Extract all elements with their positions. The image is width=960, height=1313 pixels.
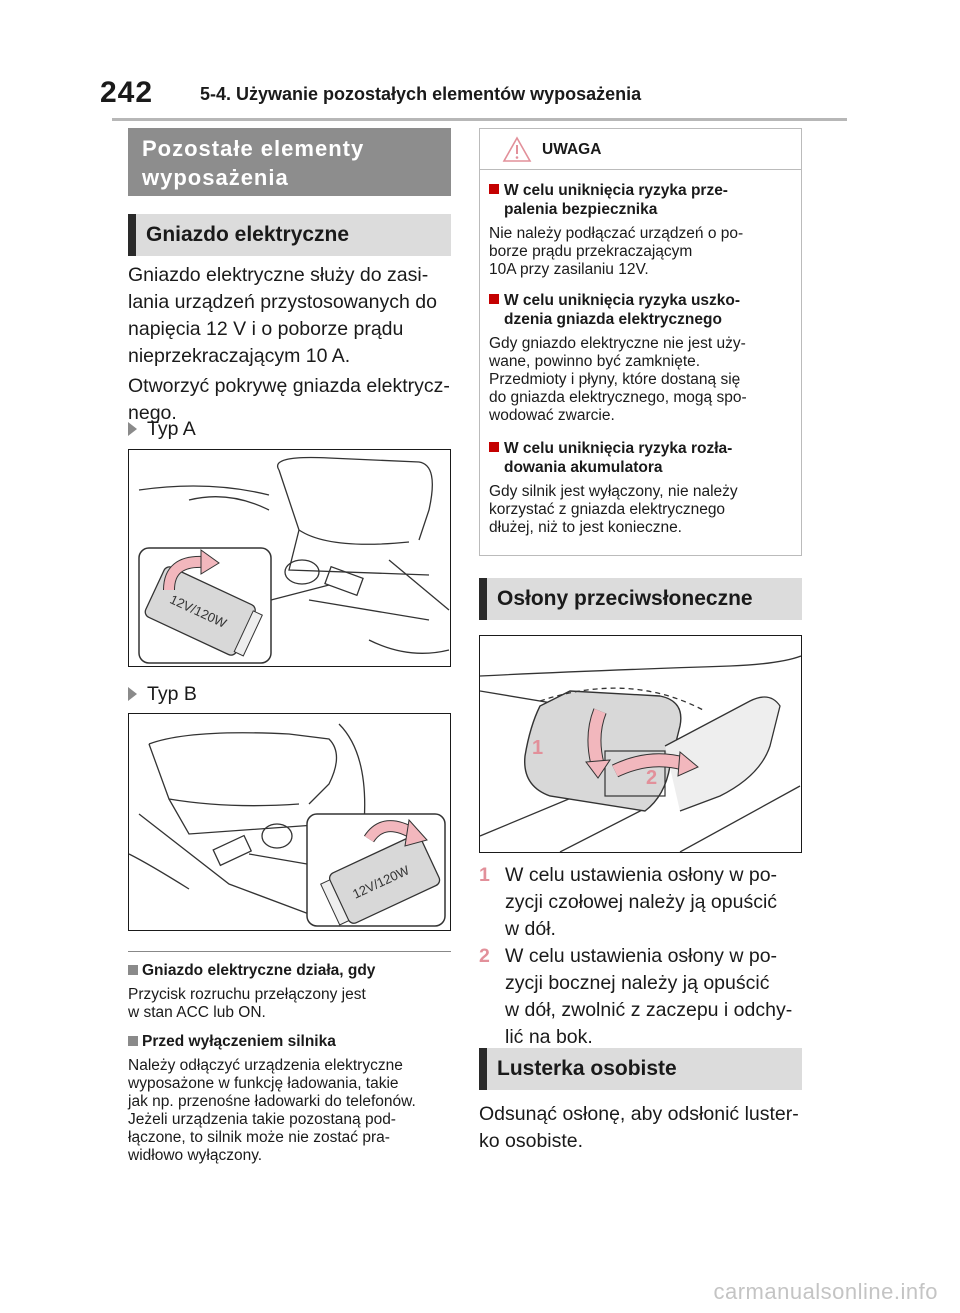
triangle-icon <box>128 422 137 436</box>
watermark: carmanualsonline.info <box>713 1279 938 1304</box>
warning-title: UWAGA <box>542 141 602 158</box>
note-text: Przycisk rozruchu przełączony jest w sta… <box>128 986 366 1021</box>
square-bullet-icon <box>489 184 499 194</box>
notes-divider <box>128 951 451 952</box>
mirror-paragraph: Odsunąć osłonę, aby odsłonić luster- ko … <box>479 1103 799 1152</box>
note-title: Przed wyłączeniem silnika <box>128 1033 458 1051</box>
intro-line: lania urządzeń przystosowanych do <box>128 291 437 313</box>
warning-item-title: W celu uniknięcia ryzyka uszko- dzenia g… <box>489 291 794 329</box>
step-2: 2 W celu ustawienia osłony w po- zycji b… <box>479 943 809 1051</box>
subtitle-vanity-mirrors-label: Lusterka osobiste <box>497 1057 677 1080</box>
warning-item-text: Nie należy podłączać urządzeń o po- borz… <box>489 225 744 278</box>
open-line: Otworzyć pokrywę gniazda elektrycz- <box>128 375 450 397</box>
type-a-label: Typ A <box>128 418 196 441</box>
intro-line: nieprzekraczającym 10 A. <box>128 345 351 367</box>
subtitle-socket: Gniazdo elektryczne <box>128 214 451 256</box>
socket-type-b-illustration: 12V/120W <box>128 723 446 927</box>
figure-label-1: 1 <box>532 737 543 759</box>
warning-header: UWAGA <box>480 129 801 170</box>
step-number: 1 <box>479 864 490 886</box>
warning-item: W celu uniknięcia ryzyka rozła- dowania … <box>489 439 794 537</box>
note-block-2: Przed wyłączeniem silnika Należy odłączy… <box>128 1033 458 1165</box>
main-title-line2: wyposażenia <box>142 165 289 190</box>
square-bullet-icon <box>128 1036 138 1046</box>
square-bullet-icon <box>128 965 138 975</box>
warning-item-title: W celu uniknięcia ryzyka prze- palenia b… <box>489 181 794 219</box>
square-bullet-icon <box>489 442 499 452</box>
subtitle-socket-label: Gniazdo elektryczne <box>146 223 350 246</box>
step-number: 2 <box>479 945 490 967</box>
warning-item-title: W celu uniknięcia ryzyka rozła- dowania … <box>489 439 794 477</box>
main-title-line1: Pozostałe elementy <box>142 136 365 161</box>
square-bullet-icon <box>489 294 499 304</box>
subtitle-sun-visors-label: Osłony przeciwsłoneczne <box>497 587 753 610</box>
note-block-1: Gniazdo elektryczne działa, gdy Przycisk… <box>128 962 458 1022</box>
warning-item-text: Gdy silnik jest wyłączony, nie należy ko… <box>489 483 738 536</box>
warning-item: W celu uniknięcia ryzyka prze- palenia b… <box>489 181 794 279</box>
header-rule <box>112 118 847 121</box>
step-text: W celu ustawienia osłony w po- zycji czo… <box>505 864 778 940</box>
intro-line: napięcia 12 V i o poborze prądu <box>128 318 404 340</box>
step-1: 1 W celu ustawienia osłony w po- zycji c… <box>479 862 809 943</box>
note-title: Gniazdo elektryczne działa, gdy <box>128 962 458 980</box>
sun-visor-illustration: 1 2 <box>479 655 802 853</box>
subtitle-sun-visors: Osłony przeciwsłoneczne <box>479 578 802 620</box>
warning-triangle-icon <box>502 136 532 162</box>
open-paragraph: Otworzyć pokrywę gniazda elektrycz- nego… <box>128 373 458 427</box>
open-line: nego. <box>128 402 177 424</box>
page-number: 242 <box>100 76 154 109</box>
warning-item: W celu uniknięcia ryzyka uszko- dzenia g… <box>489 291 794 425</box>
figure-label-2: 2 <box>646 767 657 789</box>
main-title: Pozostałe elementy wyposażenia <box>128 128 451 196</box>
intro-paragraph: Gniazdo elektryczne służy do zasi- lania… <box>128 262 458 370</box>
figure-type-b: 12V/120W <box>128 713 451 931</box>
socket-type-a-illustration: 12V/120W <box>138 456 450 664</box>
warning-item-text: Gdy gniazdo elektryczne nie jest uży- wa… <box>489 335 747 424</box>
type-b-label: Typ B <box>128 683 197 706</box>
subtitle-vanity-mirrors: Lusterka osobiste <box>479 1048 802 1090</box>
triangle-icon <box>128 687 137 701</box>
figure-sun-visor: 1 2 <box>479 635 802 853</box>
warning-box: UWAGA W celu uniknięcia ryzyka prze- pal… <box>479 128 802 556</box>
step-text: W celu ustawienia osłony w po- zycji boc… <box>505 945 793 1048</box>
intro-line: Gniazdo elektryczne służy do zasi- <box>128 264 429 286</box>
figure-type-a: 12V/120W <box>128 449 451 667</box>
section-title: 5-4. Używanie pozostałych elementów wypo… <box>200 84 642 104</box>
note-text: Należy odłączyć urządzenia elektryczne w… <box>128 1057 416 1164</box>
